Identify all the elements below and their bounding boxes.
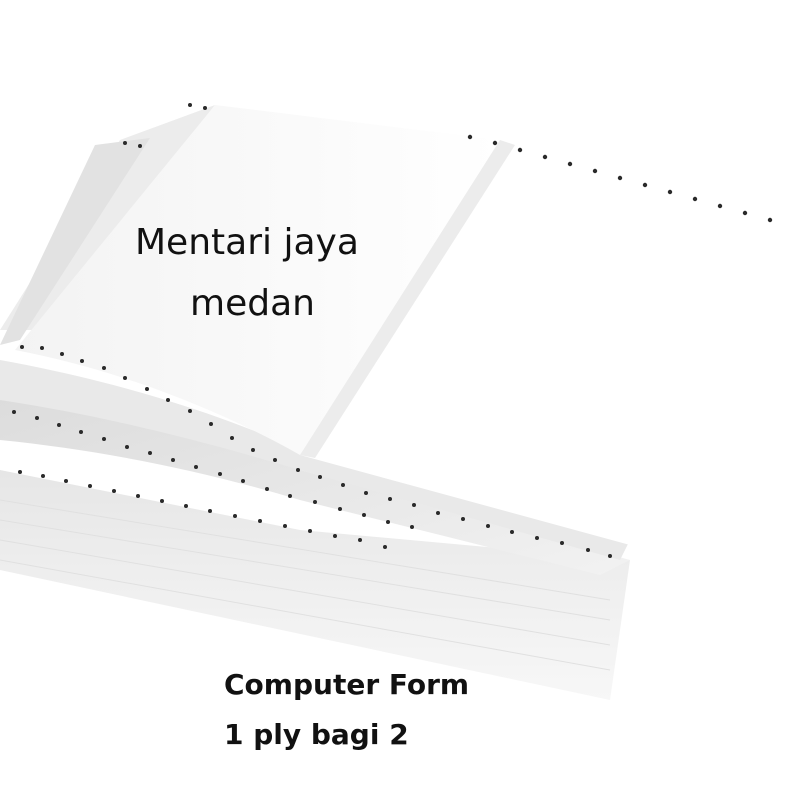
folded-sheet-3 <box>0 395 630 575</box>
top-page-right <box>300 140 785 545</box>
folded-sheet-2 <box>0 360 630 560</box>
brand-name-line-1: Mentari jaya <box>135 222 359 263</box>
tractor-holes <box>12 103 773 558</box>
product-spec: 1 ply bagi 2 <box>224 718 409 751</box>
paper-stack-block <box>0 470 630 700</box>
top-page-left <box>15 105 500 455</box>
product-name: Computer Form <box>224 668 470 701</box>
brand-name-line-2: medan <box>190 283 315 324</box>
